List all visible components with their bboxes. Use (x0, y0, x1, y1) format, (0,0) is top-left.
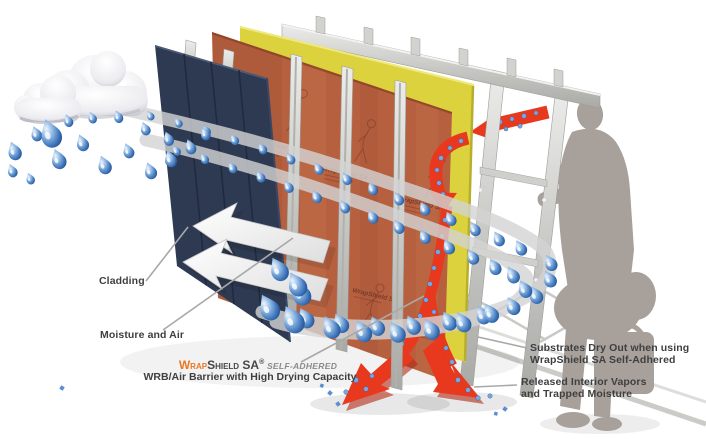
brand-registered-mark: ® (259, 359, 265, 366)
vapor-specks (59, 383, 508, 416)
released-vapors-line1: Released Interior Vapors (521, 376, 647, 388)
brand-part-shield: Shield (207, 358, 240, 372)
product-brand-label: WrapShield SA® SELF-ADHERED WRB/Air Barr… (110, 358, 390, 383)
substrates-label-line2: WrapShield SA Self-Adhered (530, 353, 676, 366)
leader-lines (145, 226, 528, 388)
released-vapors-line2: and Trapped Moisture (521, 387, 633, 400)
moisture-air-label: Moisture and Air (100, 329, 185, 341)
brand-tagline: SELF-ADHERED (264, 361, 338, 371)
brand-part-wrap: Wrap (178, 358, 208, 372)
rain-cloud-icon (14, 51, 148, 124)
product-description-label: WRB/Air Barrier with High Drying Capacit… (143, 371, 357, 383)
brand-part-sa: SA (239, 358, 260, 372)
substrates-label-line1: Substrates Dry Out when using (530, 342, 690, 354)
vapor-entry-arrow (470, 105, 550, 140)
cladding-label: Cladding (99, 275, 145, 287)
substrates-label: Substrates Dry Out when using WrapShield… (530, 342, 690, 366)
released-vapors-label: Released Interior Vapors and Trapped Moi… (521, 376, 647, 400)
